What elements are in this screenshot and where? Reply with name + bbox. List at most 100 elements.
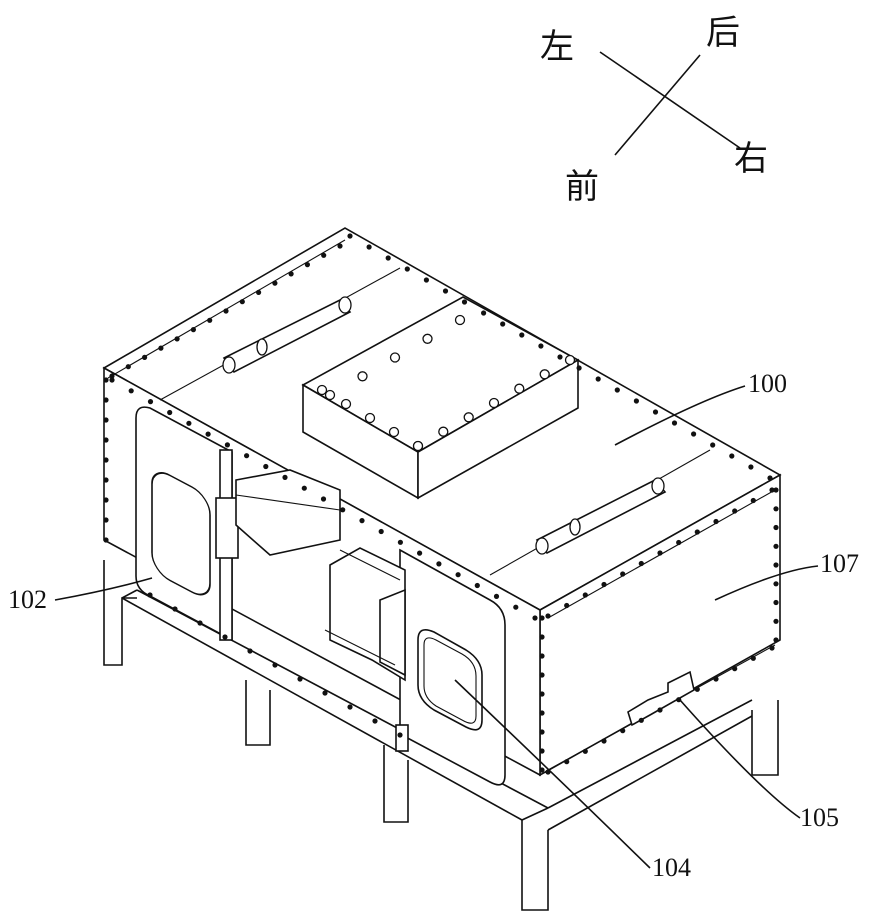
- bolt-icon: [474, 582, 480, 589]
- bolt-icon: [750, 655, 756, 661]
- bolt-icon: [713, 518, 719, 525]
- bolt-icon: [676, 539, 682, 546]
- bolt-icon: [773, 618, 779, 624]
- bolt-icon: [773, 562, 779, 568]
- bolt-icon: [438, 426, 449, 437]
- leader-100: [614, 385, 746, 446]
- bolt-icon: [773, 543, 779, 549]
- hinges: [222, 296, 667, 555]
- bolt-icon: [638, 717, 644, 723]
- bolt-icon: [316, 384, 328, 396]
- bolt-icon: [272, 280, 278, 286]
- bolt-icon: [713, 676, 719, 682]
- leader-107: [714, 565, 819, 601]
- bolt-icon: [147, 592, 153, 598]
- bolt-icon: [364, 412, 376, 424]
- leader-105: [679, 699, 801, 819]
- bolt-icon: [694, 529, 700, 535]
- bolt-icon: [321, 252, 327, 258]
- bolt-icon: [205, 431, 211, 437]
- leader-102: [54, 577, 153, 601]
- bolt-icon: [614, 387, 620, 393]
- bolt-icon: [167, 409, 173, 416]
- bolt-icon: [694, 686, 700, 692]
- bolt-icon: [378, 528, 384, 535]
- bolt-icon: [397, 539, 403, 545]
- bolt-icon: [769, 645, 775, 651]
- bolt-icon: [539, 634, 545, 640]
- bolt-icon: [357, 371, 368, 382]
- bolt-icon: [773, 487, 779, 493]
- label-100: 100: [748, 369, 787, 398]
- bolt-icon: [638, 560, 644, 567]
- bolt-icon: [532, 615, 538, 621]
- bolt-icon: [103, 437, 109, 443]
- bolt-icon: [729, 453, 735, 459]
- door-latch: [215, 497, 239, 559]
- bolt-icon: [244, 453, 250, 459]
- bolt-icon: [190, 327, 196, 333]
- bolt-icon: [732, 508, 738, 514]
- bolt-icon: [436, 561, 442, 567]
- bolt-icon: [103, 517, 109, 523]
- handle-105: [627, 670, 695, 727]
- bolt-icon: [488, 397, 500, 409]
- bolt-icon: [514, 383, 525, 394]
- bolt-icon: [454, 314, 466, 326]
- bolt-icon: [320, 496, 327, 502]
- bolt-icon: [322, 690, 328, 696]
- bolt-icon: [513, 604, 519, 610]
- bolt-icon: [103, 377, 109, 383]
- bolt-icon: [207, 317, 213, 323]
- bolt-icon: [601, 738, 607, 744]
- label-102: 102: [8, 585, 47, 614]
- bolt-icon: [557, 354, 563, 360]
- bolt-icon: [748, 464, 754, 470]
- bolt-icon: [539, 691, 545, 697]
- bolt-icon: [347, 704, 353, 710]
- bolt-icon: [359, 518, 365, 524]
- bolt-icon: [256, 289, 262, 295]
- bolt-icon: [564, 602, 570, 609]
- bolt-icon: [372, 718, 378, 724]
- inner-ramp: [235, 469, 341, 556]
- bolt-icon: [282, 474, 288, 480]
- bolt-icon: [423, 277, 429, 283]
- bolt-icon: [582, 748, 588, 754]
- leg-mid-1: [245, 680, 271, 746]
- bolt-icon: [493, 593, 500, 600]
- leader-104: [454, 679, 651, 869]
- bolt-icon: [347, 233, 353, 239]
- bolt-icon: [539, 653, 545, 659]
- bolt-icon: [773, 581, 779, 587]
- bolt-icon: [595, 376, 601, 382]
- bolt-icon: [197, 620, 203, 626]
- bolt-icon: [671, 420, 678, 426]
- bolt-icon: [773, 506, 779, 512]
- leg-right-front: [521, 820, 549, 911]
- bolt-icon: [103, 537, 109, 543]
- direction-right-label: 右: [734, 139, 768, 179]
- bolt-icon: [301, 485, 307, 491]
- bolt-icon: [539, 767, 545, 773]
- bolt-icon: [412, 440, 424, 452]
- bolt-icon: [657, 550, 663, 556]
- bolt-icon: [109, 377, 115, 383]
- direction-compass: 左 后 右 前: [540, 13, 768, 207]
- top-box-side: [417, 358, 579, 500]
- bolt-icon: [103, 497, 109, 503]
- bolt-icon: [576, 365, 582, 371]
- bolt-icon: [263, 463, 269, 470]
- bolt-icon: [158, 345, 164, 351]
- direction-left-label: 左: [540, 27, 574, 67]
- label-104: 104: [652, 853, 691, 882]
- bolt-icon: [385, 255, 391, 261]
- bolt-icon: [519, 332, 525, 338]
- bolt-icon: [340, 507, 346, 513]
- support-frame: [103, 560, 779, 911]
- bolt-icon: [147, 399, 154, 405]
- bolt-icon: [769, 487, 775, 493]
- bolt-icon: [564, 354, 576, 366]
- label-107: 107: [820, 549, 859, 578]
